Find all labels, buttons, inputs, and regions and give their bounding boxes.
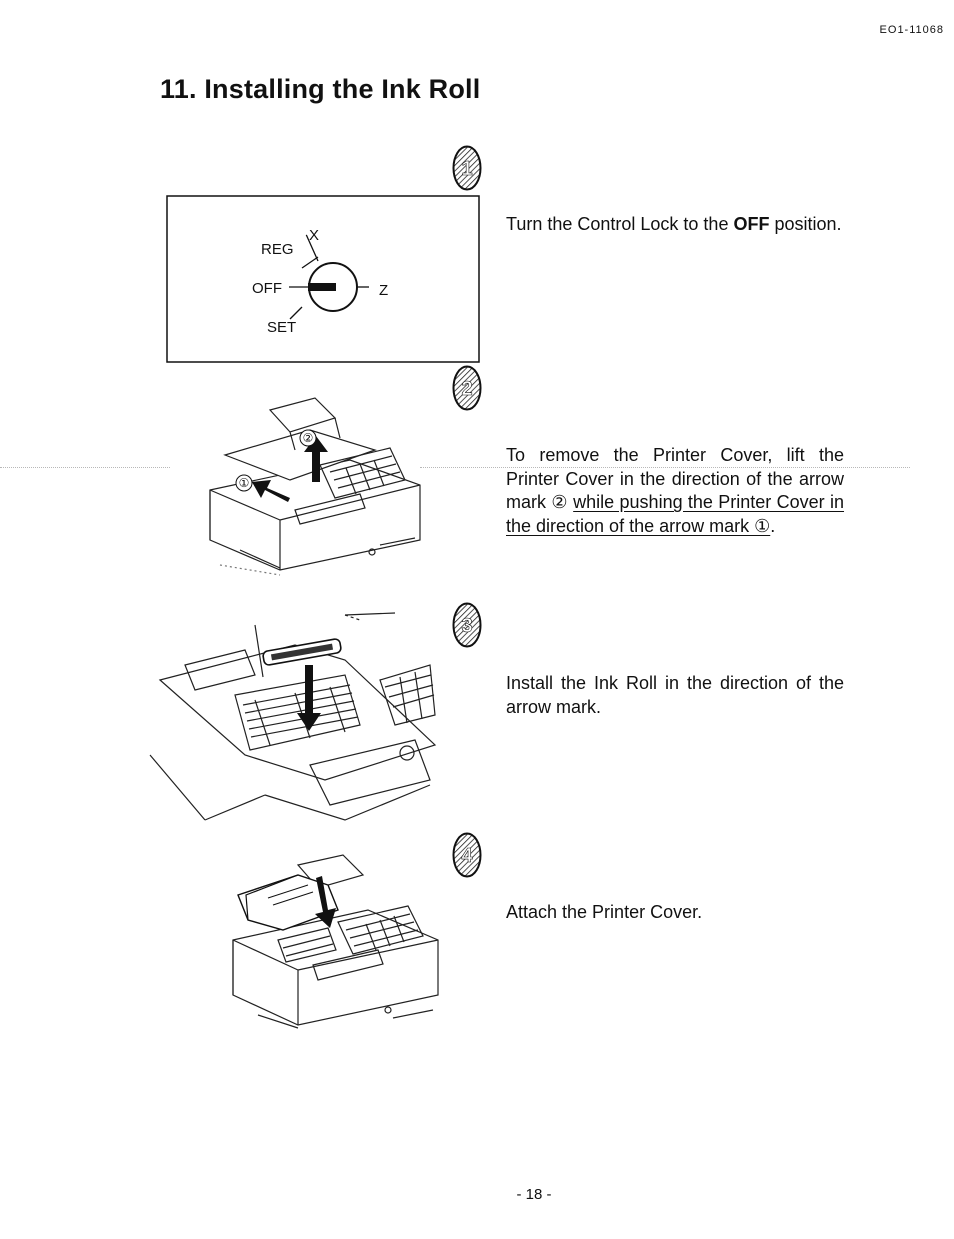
step-badge-number: 3 [461, 615, 472, 637]
step-2-text-underlined: while pushing the Printer Cover in the d… [506, 492, 845, 536]
step-badge-2: 2 [452, 365, 482, 411]
step-badge-3: 3 [452, 602, 482, 648]
step-badge-number: 1 [461, 158, 472, 180]
remove-printer-cover-illustration: ② ① [209, 397, 421, 576]
arrow-mark-1-label: ① [239, 476, 250, 490]
step-badge-4: 4 [452, 832, 482, 878]
step-4-text: Attach the Printer Cover. [506, 901, 844, 925]
step-2-text: To remove the Printer Cover, lift the Pr… [506, 444, 844, 538]
step-2-text-start: To remove the Printer Cover, lift the Pr… [506, 445, 844, 512]
step-badge-1: 1 [452, 145, 482, 191]
step-3-text-body: Install the Ink Roll in the direction of… [506, 673, 844, 717]
lock-label-set: SET [267, 319, 296, 336]
step-badge-number: 4 [461, 845, 473, 867]
page-title: 11. Installing the Ink Roll [160, 74, 481, 104]
step-3-text: Install the Ink Roll in the direction of… [506, 672, 844, 719]
step-badge-number: 2 [461, 378, 472, 400]
step-1-text-end: position. [769, 214, 842, 234]
lock-label-off: OFF [252, 280, 282, 297]
attach-printer-cover-illustration [232, 854, 439, 1029]
step-1-text-off: OFF [733, 214, 770, 234]
lock-label-z: Z [379, 282, 388, 299]
scan-artifact-rule-right [420, 467, 910, 468]
document-code: EO1-11068 [879, 24, 944, 36]
arrow-mark-2-label: ② [303, 431, 314, 445]
scan-artifact-rule-left [0, 467, 170, 468]
step-1-text: Turn the Control Lock to the OFF positio… [506, 213, 844, 237]
step-2-text-end: . [770, 515, 776, 536]
install-ink-roll-illustration [149, 612, 437, 821]
step-4-text-body: Attach the Printer Cover. [506, 902, 703, 922]
control-lock-illustration: REG X OFF Z SET [166, 195, 480, 363]
lock-label-x: X [309, 227, 319, 244]
lock-label-reg: REG [261, 241, 294, 258]
step-1-text-start: Turn the Control Lock to the [506, 214, 734, 234]
page-number: - 18 - [516, 1186, 552, 1203]
